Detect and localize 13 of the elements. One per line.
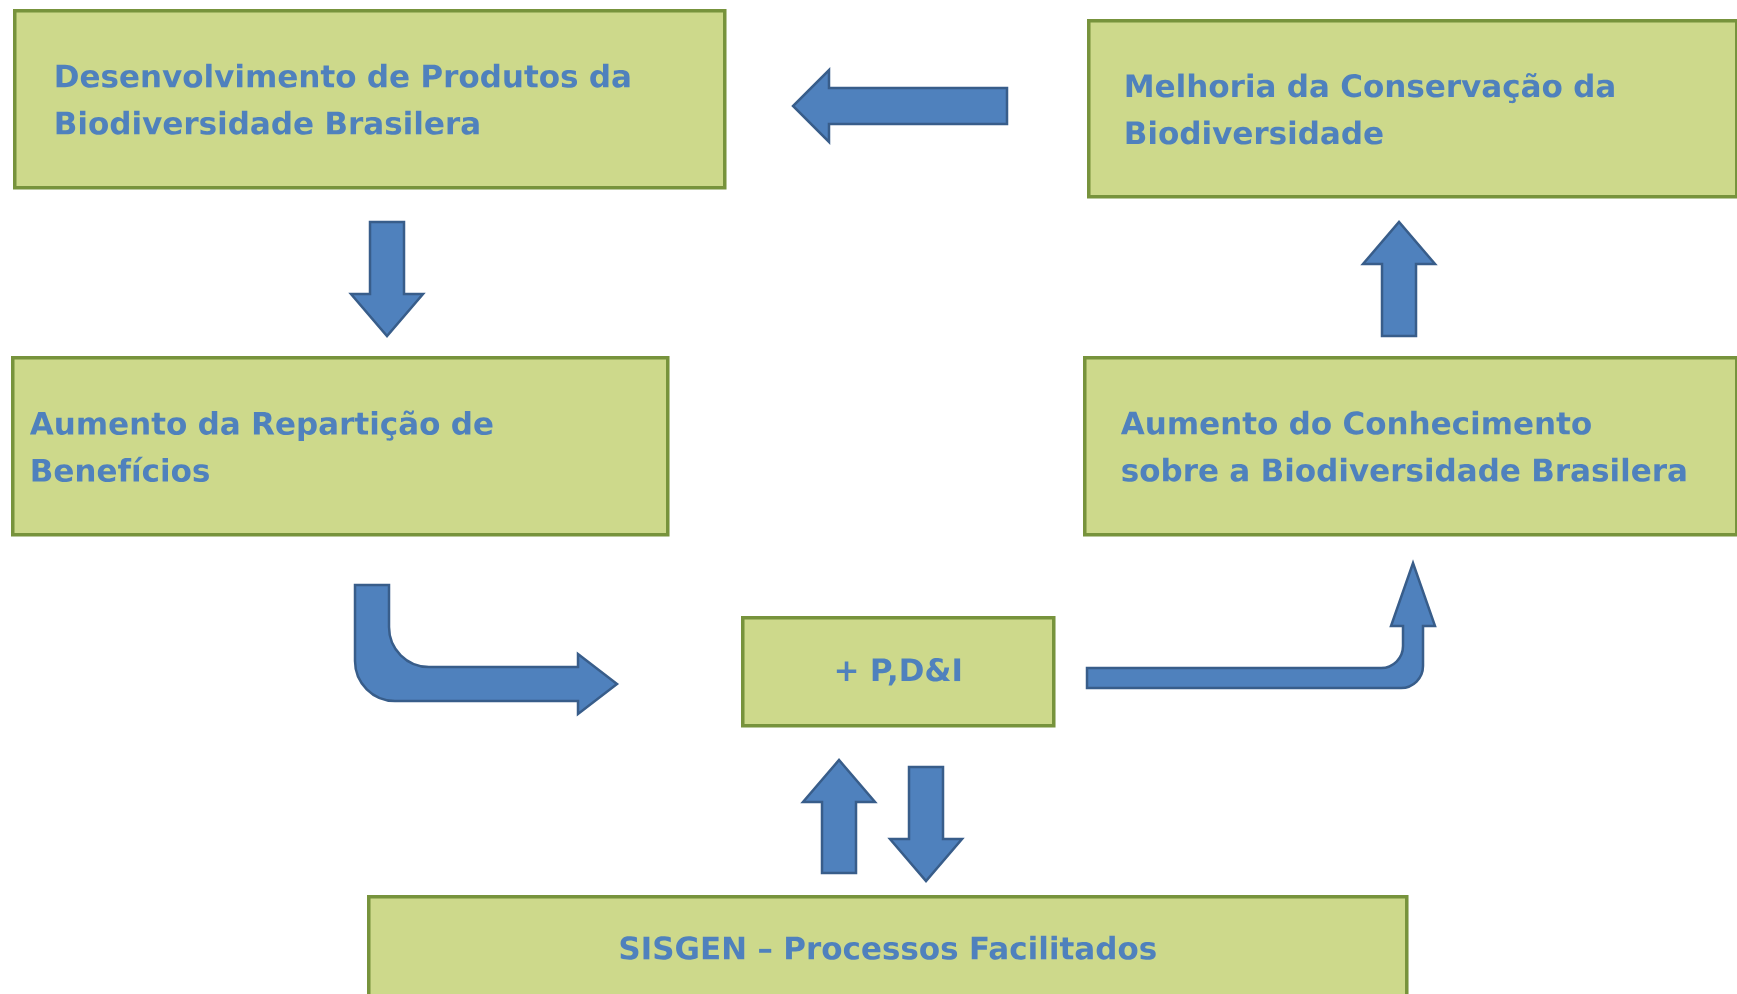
process-box: Desenvolvimento de Produtos da Biodiversidade Brasilera xyxy=(13,9,727,190)
process-box: Aumento do Conhecimento sobre a Biodiversidade Brasilera xyxy=(1083,356,1737,537)
process-box: Melhoria da Conservação da Biodiversidade xyxy=(1087,19,1737,199)
block-arrow xyxy=(887,765,965,883)
block-arrow xyxy=(348,220,426,338)
process-box: + P,D&I xyxy=(741,616,1056,728)
process-box: SISGEN – Processos Facilitados xyxy=(367,895,1409,994)
block-arrow xyxy=(800,758,878,875)
block-arrow xyxy=(1360,220,1438,338)
block-arrow xyxy=(353,583,619,716)
block-arrow xyxy=(1085,561,1437,690)
process-box: Aumento da Repartição de Benefícios xyxy=(11,356,670,537)
block-arrow xyxy=(791,67,1009,145)
